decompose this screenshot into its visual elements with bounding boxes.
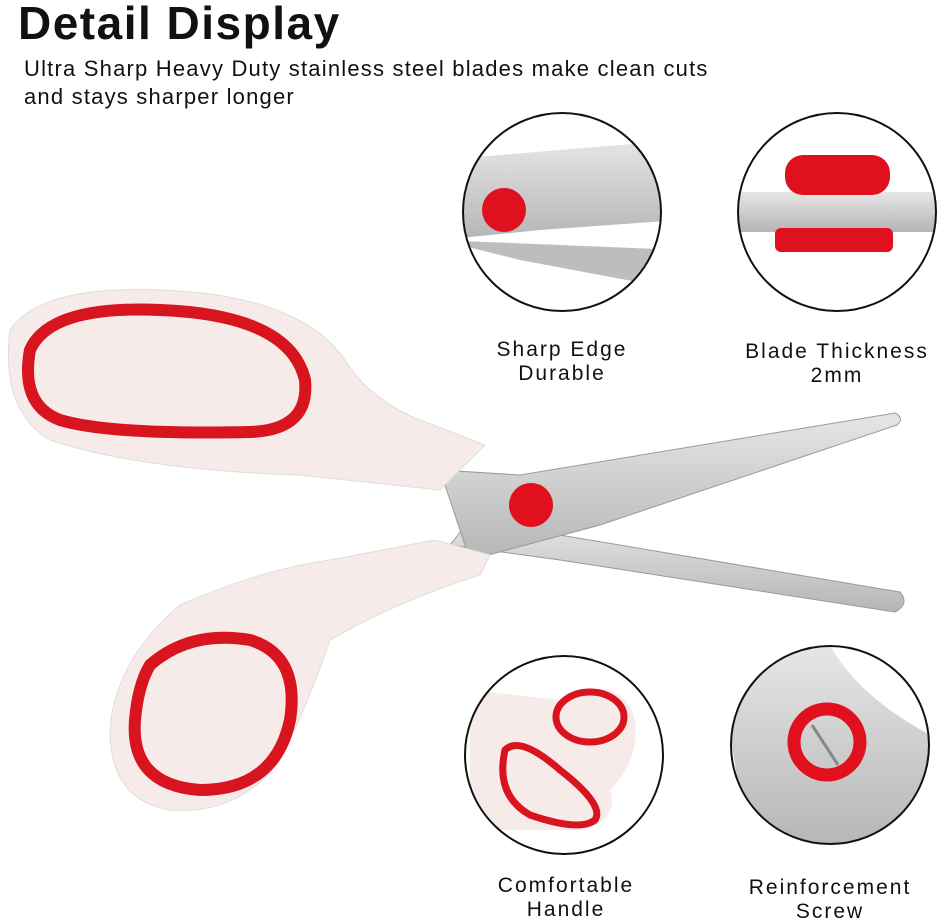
feature-title: Comfortable — [497, 874, 635, 897]
feature-subtitle: Handle — [526, 898, 606, 921]
feature-label-screw: Reinforcement Screw — [710, 876, 941, 924]
feature-title: Sharp Edge — [496, 338, 628, 361]
scissors-image — [7, 289, 905, 811]
detail-handle-image — [464, 655, 664, 855]
page-title: Detail Display — [18, 0, 341, 49]
feature-title: Blade Thickness — [745, 340, 929, 363]
detail-sharp-edge-image — [462, 112, 662, 312]
feature-subtitle: Durable — [518, 362, 606, 385]
feature-subtitle: 2mm — [810, 364, 864, 387]
detail-screw-image — [730, 645, 930, 845]
feature-label-blade-thickness: Blade Thickness 2mm — [717, 340, 941, 388]
detail-blade-thickness-image — [737, 112, 937, 312]
feature-label-sharp-edge: Sharp Edge Durable — [442, 338, 682, 386]
feature-subtitle: Screw — [795, 900, 865, 923]
subtitle: Ultra Sharp Heavy Duty stainless steel b… — [24, 56, 709, 109]
feature-title: Reinforcement — [748, 876, 912, 899]
feature-label-handle: Comfortable Handle — [446, 874, 686, 922]
